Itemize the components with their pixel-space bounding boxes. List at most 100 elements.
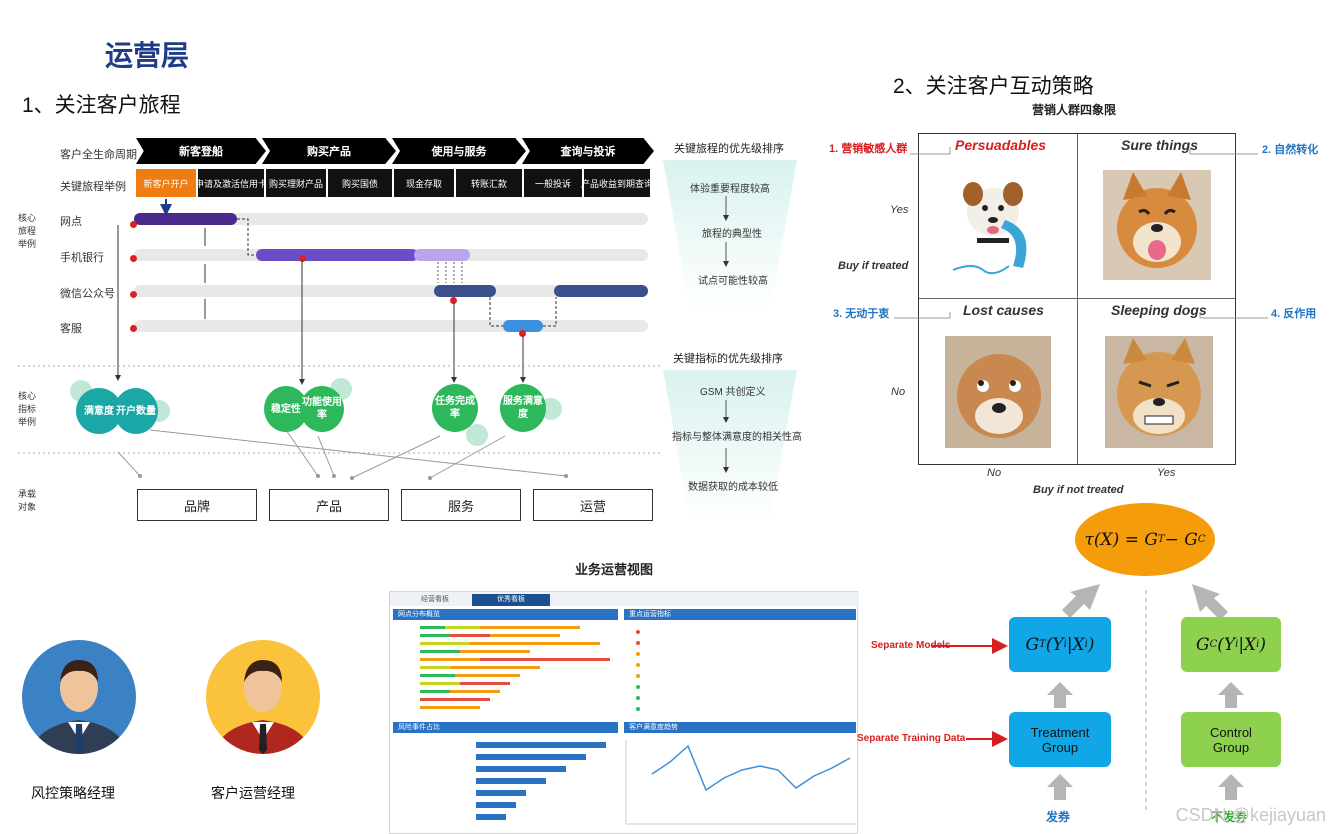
- avatar-ops-manager: [206, 640, 320, 754]
- page-title: 运营层: [105, 40, 190, 71]
- cell-sure-things: Sure things: [1121, 137, 1199, 153]
- label-separate-models: Separate Models: [871, 640, 951, 651]
- metric-usage: 功能使用率: [300, 386, 344, 432]
- metric-accounts: 开户数量: [114, 388, 158, 434]
- control-group: Control Group: [1181, 712, 1281, 767]
- quadrant-hline: [919, 298, 1235, 299]
- group-label-channels: 核心旅程举例: [18, 213, 37, 249]
- dot-service-mid: [519, 330, 526, 337]
- bar-branch: [134, 213, 237, 225]
- control-group-line2: Group: [1212, 739, 1250, 755]
- model-t-g: G: [1025, 634, 1040, 655]
- metric-task-completion: 任务完成率: [432, 384, 478, 432]
- dog-angry-icon: [1105, 336, 1213, 448]
- model-t-sub2: i: [1084, 639, 1088, 650]
- channel-mobile: 手机银行: [60, 252, 104, 264]
- funnel-metric-item-3: 数据获取的成本较低: [688, 482, 778, 493]
- row-label-journey: 关键旅程举例: [60, 181, 126, 193]
- funnel-metric-title: 关键指标的优先级排序: [673, 353, 783, 365]
- dot-mobile: [130, 255, 137, 262]
- dot-mobile-mid: [299, 255, 306, 262]
- track-wechat: [134, 285, 648, 297]
- cell-lost-causes: Lost causes: [963, 302, 1044, 318]
- bubble-deco-4: [466, 424, 488, 446]
- label-sleeping-dogs: 4. 反作用: [1271, 308, 1317, 320]
- quadrant-title: 营销人群四象限: [1032, 103, 1117, 117]
- step-credit-card: 申请及激活信用卡: [195, 169, 267, 197]
- section-strategy-title: 2、关注客户互动策略: [893, 75, 1094, 98]
- dashboard-title: 业务运营视图: [575, 562, 654, 577]
- panel-head-4: 客户满意度趋势: [624, 722, 856, 733]
- funnel-journey-item-3: 试点可能性较高: [698, 276, 768, 287]
- dashboard-tab-2[interactable]: 优秀看板: [472, 594, 550, 606]
- treatment-group-line2: Group: [1041, 739, 1079, 755]
- channel-service: 客服: [60, 323, 82, 335]
- y-value-yes: Yes: [890, 204, 909, 216]
- bar-mobile-light: [414, 249, 470, 261]
- label-risk-manager: 风控策略经理: [31, 785, 115, 801]
- bar-wechat-1: [434, 285, 496, 297]
- watermark: CSDN @kejiayuan: [1175, 805, 1326, 825]
- x-value-yes: Yes: [1157, 467, 1176, 479]
- channel-branch: 网点: [60, 216, 82, 228]
- model-t-rest: |X: [1066, 634, 1085, 655]
- person-icon: [214, 660, 312, 754]
- model-c-rest: |X: [1238, 634, 1257, 655]
- funnel-metric-item-1: GSM 共创定义: [700, 387, 766, 398]
- formula-lhs: τ(X) = G: [1084, 529, 1158, 550]
- carrier-product: 产品: [269, 489, 389, 521]
- bar-mobile: [256, 249, 418, 261]
- dashboard-tab-1[interactable]: 经营看板: [421, 596, 449, 603]
- funnel-journey-item-1: 体验重要程度较高: [690, 184, 770, 195]
- section-journey-title: 1、关注客户旅程: [22, 94, 181, 117]
- person-icon: [30, 660, 128, 754]
- channel-wechat: 微信公众号: [60, 288, 115, 300]
- formula-mid: − G: [1164, 529, 1198, 550]
- x-value-no: No: [987, 467, 1002, 479]
- bar-wechat-2: [554, 285, 648, 297]
- metric-service-satisfaction: 服务满意度: [500, 384, 546, 432]
- control-group-line1: Control: [1210, 724, 1252, 740]
- action-coupon: 发券: [1046, 810, 1071, 824]
- model-c-g: G: [1196, 634, 1210, 655]
- step-bonds: 购买国债: [328, 169, 392, 197]
- label-lost-causes: 3. 无动于衷: [833, 308, 890, 320]
- model-t-sub: i: [1063, 639, 1067, 650]
- stage-inquiry: 查询与投诉: [522, 138, 654, 164]
- model-c-sup: C: [1209, 639, 1218, 650]
- model-c-args: (Y: [1217, 634, 1236, 655]
- quadrant-vline: [1077, 134, 1078, 464]
- stage-purchase: 购买产品: [262, 138, 396, 164]
- dot-wechat: [130, 291, 137, 298]
- label-sure-things: 2. 自然转化: [1262, 144, 1319, 156]
- step-transfer: 转账汇款: [456, 169, 522, 197]
- quadrant-grid: Persuadables Sure things Lost causes Sle…: [918, 133, 1236, 465]
- action-no-coupon: 不发券: [1211, 810, 1248, 824]
- model-c-sub2: i: [1256, 639, 1260, 650]
- model-c-end: ): [1259, 634, 1266, 655]
- funnel-journey-title: 关键旅程的优先级排序: [674, 143, 784, 155]
- dot-wechat-mid: [450, 297, 457, 304]
- cell-sleeping-dogs: Sleeping dogs: [1111, 302, 1207, 318]
- carrier-service: 服务: [401, 489, 521, 521]
- model-t-end: ): [1087, 634, 1095, 655]
- formula-sup-c: C: [1197, 534, 1206, 545]
- formula-sup-t: T: [1157, 534, 1165, 545]
- label-separate-data: Separate Training Data: [857, 733, 966, 744]
- dot-branch: [130, 221, 137, 228]
- dashboard-graphics: [420, 626, 856, 825]
- label-ops-manager: 客户运营经理: [211, 785, 295, 801]
- group-label-carriers: 承载对象: [18, 489, 37, 512]
- panel-head-1: 网点分布概览: [393, 609, 618, 620]
- dog-happy-icon: [1103, 170, 1211, 280]
- treatment-group: Treatment Group: [1009, 712, 1111, 767]
- model-t-args: (Y: [1045, 634, 1064, 655]
- model-t-sup: T: [1039, 639, 1046, 650]
- dot-service: [130, 325, 137, 332]
